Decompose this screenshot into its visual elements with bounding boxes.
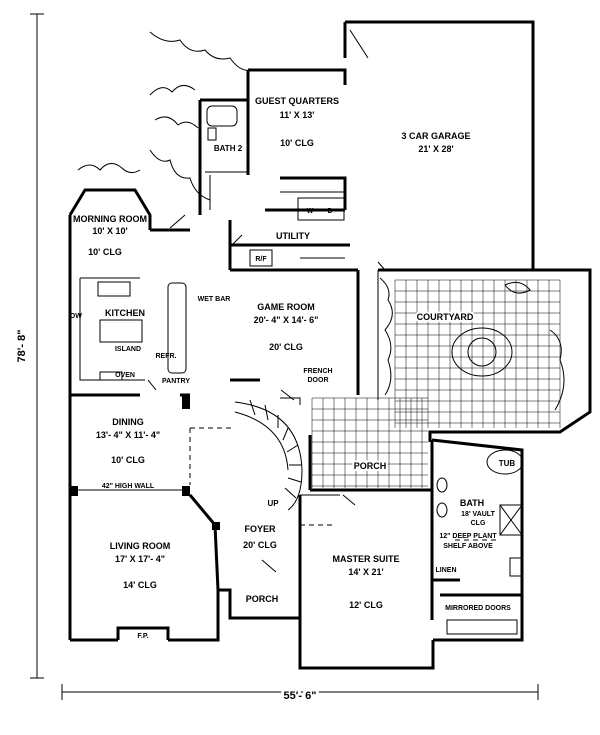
bath-name: BATH (460, 498, 484, 508)
bath-linen: LINEN (436, 567, 457, 574)
master-suite-size: 14' X 21' (348, 567, 383, 577)
stair-up: UP (267, 499, 279, 508)
exterior-walls (68, 20, 535, 670)
utility-dryer: D (327, 208, 332, 215)
morning-room-size: 10' X 10' (92, 226, 127, 236)
porch-rear-name: PORCH (354, 461, 387, 471)
kitchen-pantry: PANTRY (162, 378, 190, 385)
guest-quarters-size: 11' X 13' (280, 110, 315, 120)
fireplace-label: F.P. (137, 633, 148, 640)
game-room-ceiling: 20' CLG (269, 342, 303, 352)
guest-quarters-name: GUEST QUARTERS (255, 96, 339, 106)
utility-washer: W (307, 208, 314, 215)
utility-rf: R/F (255, 256, 267, 263)
kitchen-refr: REFR. (156, 353, 177, 360)
porch-front-name: PORCH (246, 594, 279, 604)
utility-name: UTILITY (276, 231, 310, 241)
dining-ceiling: 10' CLG (111, 455, 145, 465)
kitchen-name: KITCHEN (105, 308, 145, 318)
morning-room-name: MORNING ROOM (73, 214, 147, 224)
room-labels: 78'- 8" 55'- 6" GUEST QUARTERS 11' X 13'… (16, 96, 516, 705)
courtyard-area (311, 268, 592, 488)
master-suite-name: MASTER SUITE (332, 554, 399, 564)
french-door-line1: FRENCH (303, 368, 332, 375)
kitchen-dw: DW (70, 313, 82, 320)
bath-shelf-line1: 12" DEEP PLANT (439, 533, 497, 540)
french-door-line2: DOOR (308, 377, 329, 384)
dining-name: DINING (112, 417, 144, 427)
master-suite-ceiling: 12' CLG (349, 600, 383, 610)
guest-quarters-ceiling: 10' CLG (280, 138, 314, 148)
width-dimension: 55'- 6" (284, 690, 317, 702)
bath-vault-line2: CLG (471, 520, 486, 527)
game-room-name: GAME ROOM (257, 302, 315, 312)
garage-name: 3 CAR GARAGE (401, 131, 470, 141)
foyer-name: FOYER (244, 524, 276, 534)
living-room-size: 17' X 17'- 4" (115, 554, 165, 564)
mirrored-doors-label: MIRRORED DOORS (445, 605, 511, 612)
bath-vault-line1: 18' VAULT (461, 511, 495, 518)
kitchen-island: ISLAND (115, 346, 141, 353)
landscaping (77, 31, 251, 201)
courtyard-name: COURTYARD (417, 312, 474, 322)
bath-shelf-line2: SHELF ABOVE (443, 543, 493, 550)
dining-size: 13'- 4" X 11'- 4" (96, 430, 160, 440)
living-room-name: LIVING ROOM (110, 541, 171, 551)
game-room-size: 20'- 4" X 14'- 6" (254, 315, 319, 325)
dining-wall-note: 42" HIGH WALL (102, 483, 155, 490)
tub-label: TUB (499, 459, 516, 468)
kitchen-oven: OVEN (115, 372, 135, 379)
interior-walls (70, 100, 524, 635)
dimension-lines (30, 13, 539, 700)
kitchen-wet-bar: WET BAR (198, 296, 231, 303)
garage-size: 21' X 28' (418, 144, 453, 154)
living-room-ceiling: 14' CLG (123, 580, 157, 590)
door-swings (147, 29, 386, 573)
bath2-name: BATH 2 (214, 144, 243, 153)
morning-room-ceiling: 10' CLG (88, 247, 122, 257)
foyer-ceiling: 20' CLG (243, 540, 277, 550)
depth-dimension: 78'- 8" (16, 330, 28, 363)
